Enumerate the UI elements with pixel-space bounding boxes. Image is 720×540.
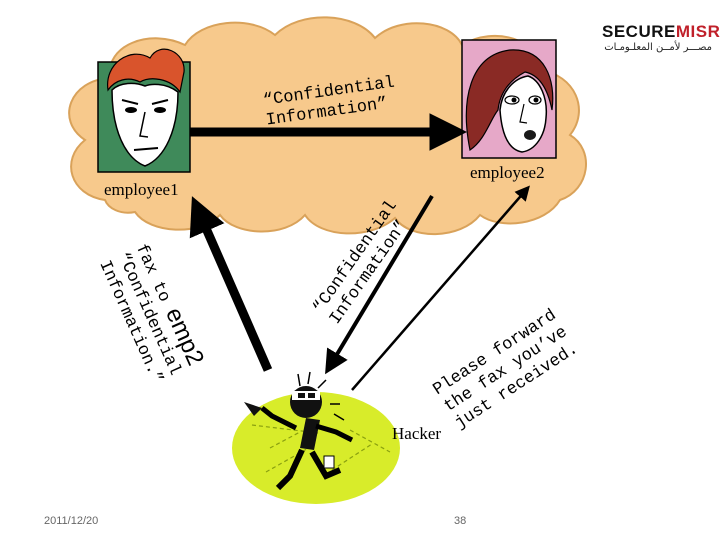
logo-wordmark: SECUREMISR [602,22,720,42]
brand-logo: SECUREMISR مصـــر لأمــن المعلـومـات [596,18,720,58]
hacker-label: Hacker [392,424,442,443]
hacker-figure-icon [232,371,400,504]
arrow-hacker-to-emp2 [351,185,530,391]
arrow-hacker-to-emp1 [189,196,273,372]
footer-date: 2011/12/20 [44,515,99,527]
cloud-shape [68,16,587,236]
employee2-label: employee2 [470,163,545,182]
arrow-emp2-to-hacker [325,194,434,375]
employee1-face-icon [97,48,191,173]
employee2-face-icon [461,39,557,159]
employee1-label: employee1 [104,180,179,199]
logo-word-secure: SECURE [602,22,676,41]
footer-page-number: 38 [454,515,467,527]
logo-word-misr: MISR [675,22,720,41]
logo-arabic-tagline: مصـــر لأمــن المعلـومـات [604,42,712,53]
